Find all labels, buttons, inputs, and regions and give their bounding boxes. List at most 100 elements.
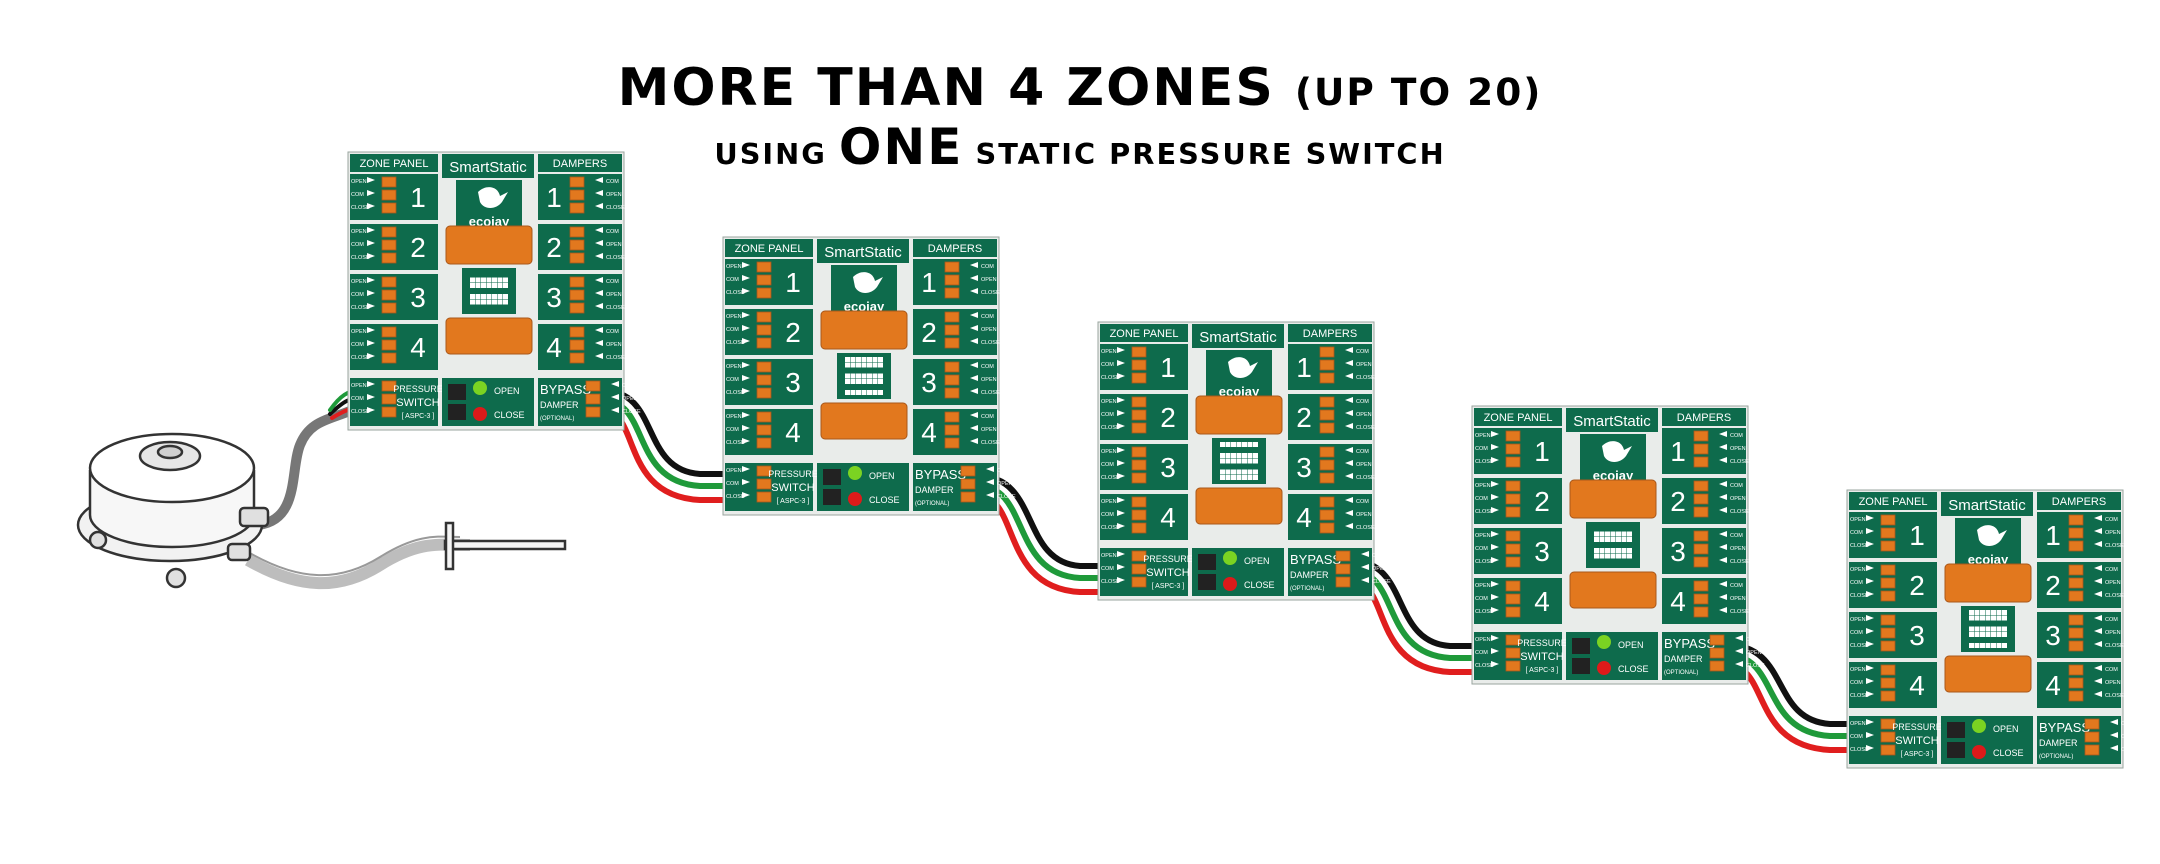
terminal-label: COM xyxy=(351,242,364,248)
led-open-label: OPEN xyxy=(1993,724,2019,734)
terminal-label: CLOSE xyxy=(1730,459,1749,465)
dampers-label: DAMPERS xyxy=(2052,496,2106,508)
terminal-label: CLOSE xyxy=(1101,375,1120,381)
zone-number: 1 xyxy=(785,267,801,298)
terminal-label: CLOSE xyxy=(726,340,745,346)
qr-module xyxy=(1236,453,1242,458)
arrow-left-icon xyxy=(1719,581,1727,587)
arrow-right-icon xyxy=(367,327,375,333)
terminal-block xyxy=(1709,634,1725,646)
arrow-left-icon xyxy=(595,277,603,283)
damper-number: 3 xyxy=(2045,620,2061,651)
ecojay-logo: ecojay xyxy=(1593,468,1634,483)
arrow-left-icon xyxy=(1719,557,1727,563)
terminal-block xyxy=(1131,522,1147,534)
qr-module xyxy=(2002,610,2007,615)
qr-module xyxy=(470,294,475,299)
qr-module xyxy=(856,357,861,362)
qr-module xyxy=(1605,553,1610,559)
relay-top xyxy=(1944,563,2032,603)
zone-number: 1 xyxy=(1160,352,1176,383)
qr-module xyxy=(2002,632,2007,637)
terminal-block xyxy=(1693,430,1709,442)
terminal-label: COM xyxy=(981,264,994,270)
arrow-right-icon xyxy=(367,381,375,387)
arrow-left-icon xyxy=(611,381,619,387)
qr-module xyxy=(1231,469,1236,475)
arrow-right-icon xyxy=(367,353,375,359)
terminal-block xyxy=(381,189,397,201)
terminal-block xyxy=(1880,564,1896,576)
qr-module xyxy=(1616,537,1621,542)
arrow-right-icon xyxy=(1491,444,1499,450)
terminal-block xyxy=(569,339,585,351)
qr-module xyxy=(1627,537,1632,542)
terminal-block xyxy=(756,491,772,503)
terminal-label: CLOSE xyxy=(1356,475,1375,481)
terminal-label: CLOSE xyxy=(1101,525,1120,531)
dampers-header xyxy=(538,154,622,172)
qr-module xyxy=(1236,469,1242,475)
bypass-label: BYPASS xyxy=(1664,636,1715,651)
terminal-block xyxy=(1880,664,1896,676)
terminal-label: COM xyxy=(1356,399,1369,405)
qr-module xyxy=(1225,453,1231,458)
terminal-label: CLOSE xyxy=(606,205,625,211)
qr-module xyxy=(2002,615,2007,621)
terminal-block xyxy=(1335,550,1351,562)
damper-label: DAMPER xyxy=(540,400,579,410)
qr-module xyxy=(1242,442,1247,447)
terminal-block xyxy=(2068,540,2084,552)
damper-number: 3 xyxy=(921,367,937,398)
qr-module xyxy=(1236,458,1242,464)
led-open-label: OPEN xyxy=(869,471,895,481)
pressure-label: PRESSURE xyxy=(1143,554,1193,564)
terminal-block xyxy=(1505,556,1521,568)
title-main: MORE THAN 4 ZONES xyxy=(617,58,1295,118)
terminal-block xyxy=(1709,660,1725,672)
arrow-right-icon xyxy=(1117,497,1125,503)
terminal-label: OPEN xyxy=(981,427,997,433)
switch-port xyxy=(238,506,270,528)
terminal-label: COM xyxy=(606,329,619,335)
relay-top xyxy=(1569,479,1657,519)
qr-module xyxy=(470,299,475,305)
damper-number: 1 xyxy=(1670,436,1686,467)
qr-module xyxy=(1996,615,2002,621)
qr-module xyxy=(1996,626,2002,632)
qr-module xyxy=(878,373,883,379)
damper-number: 4 xyxy=(2045,670,2061,701)
qr-module xyxy=(1974,615,1980,621)
terminal-block xyxy=(1880,718,1896,730)
qr-module xyxy=(1231,442,1236,447)
terminal-block xyxy=(2068,664,2084,676)
qr-module xyxy=(2002,626,2007,632)
qr-module xyxy=(481,277,486,283)
damper-number: 4 xyxy=(1670,586,1686,617)
qr-module xyxy=(1969,610,1974,615)
terminal-block xyxy=(569,252,585,264)
arrow-left-icon xyxy=(1719,594,1727,600)
terminal-label: OPEN xyxy=(1850,567,1866,573)
switch-port xyxy=(226,542,252,562)
arrow-left-icon xyxy=(2094,528,2102,534)
terminal-label: COM xyxy=(1475,446,1488,452)
qr-code xyxy=(1969,610,2007,648)
led-open-label: OPEN xyxy=(1618,640,1644,650)
arrow-right-icon xyxy=(367,203,375,209)
terminal-block xyxy=(944,261,960,273)
qr-module xyxy=(492,277,497,283)
zone-panel-label: ZONE PANEL xyxy=(1484,412,1553,424)
qr-module xyxy=(497,294,503,299)
terminal-label: OPEN xyxy=(622,396,638,402)
terminal-label: COM xyxy=(981,364,994,370)
qr-module xyxy=(486,277,492,283)
terminal-label: OPEN xyxy=(1372,566,1388,572)
qr-module xyxy=(867,373,872,379)
qr-code xyxy=(1220,442,1258,480)
terminal-label: COM xyxy=(351,192,364,198)
qr-module xyxy=(1616,553,1621,559)
zone-number: 1 xyxy=(1534,436,1550,467)
arrow-right-icon xyxy=(367,240,375,246)
